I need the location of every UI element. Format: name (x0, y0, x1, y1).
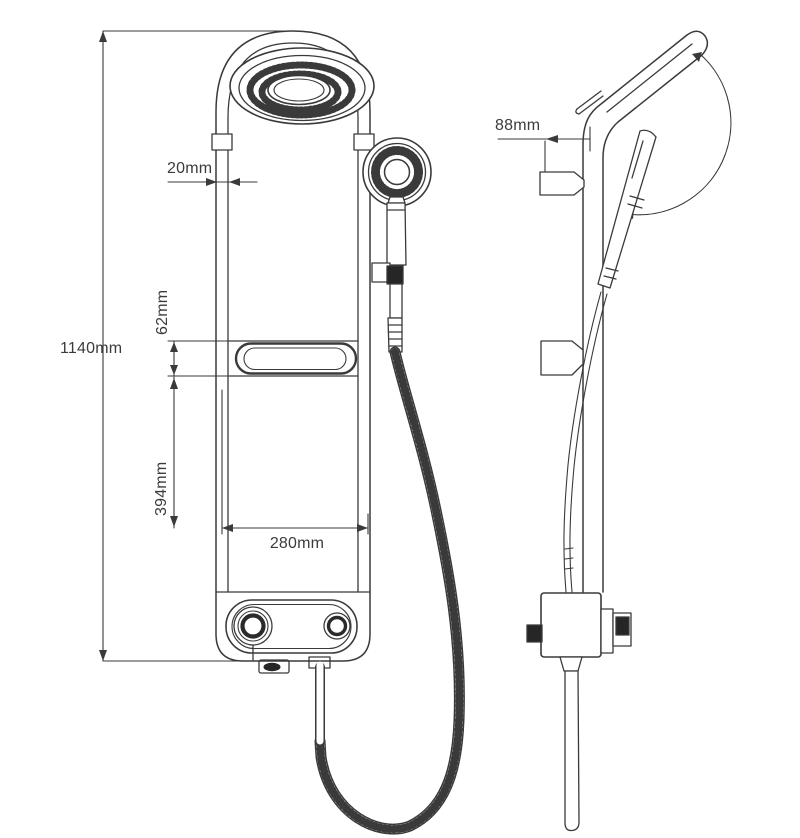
right-control-knob (323, 612, 351, 640)
dimension-label-recess-height: 62mm (154, 289, 171, 335)
control-housing (225, 599, 358, 674)
hose-swivel-rings (387, 317, 403, 353)
dimension-394 (170, 376, 178, 529)
nozzle-ring-outer (246, 61, 356, 119)
dimension-20 (167, 178, 258, 186)
dimension-label-tube-width: 20mm (167, 160, 213, 177)
dimension-280 (221, 389, 369, 535)
side-view (526, 30, 732, 832)
hand-neck (387, 196, 406, 204)
housing-band-inner (231, 603, 352, 650)
hand-grip (386, 202, 407, 266)
shelf-pill-inner (243, 347, 347, 371)
hand-nozzle-ring (371, 146, 423, 198)
dimension-label-recess-to-base: 394mm (153, 461, 170, 516)
right-tube-connector (353, 133, 375, 151)
shelf-pill-outer (234, 342, 358, 375)
valve-body (526, 592, 632, 832)
recess-shelf (227, 340, 359, 377)
outlet-fitting-cap (615, 616, 630, 636)
head-mid-ring (238, 54, 366, 122)
riser-post-and-arm (582, 30, 709, 593)
outlet-plate (600, 608, 614, 654)
overhead-shower-head (229, 47, 375, 125)
front-view (211, 30, 465, 835)
left-tube-connector (211, 133, 233, 151)
drain-outlet (258, 659, 290, 674)
grip-lower (389, 283, 403, 319)
head-opening (267, 74, 331, 106)
hand-shower (362, 137, 432, 353)
supply-pipe (564, 670, 580, 832)
wall-bracket-lower (540, 340, 584, 376)
head-plate-tab (575, 90, 604, 115)
hose-side (563, 291, 608, 593)
panel-outline (215, 30, 371, 662)
dimension-label-wall-clearance: 88mm (495, 117, 541, 134)
dimension-88 (497, 126, 591, 173)
dimension-label-overall-height: 1140mm (60, 340, 123, 357)
dimensions (99, 30, 591, 662)
hand-head-hub (383, 158, 411, 186)
housing-band-outer (225, 599, 358, 654)
valve-neck (559, 656, 583, 672)
holder-clamp (386, 265, 404, 285)
hand-shower-side (597, 129, 657, 289)
head-opening-inner (273, 78, 325, 102)
wall-bracket-upper (539, 171, 585, 196)
shower-hose (314, 346, 465, 835)
dimension-1140 (99, 30, 336, 662)
dimension-62 (167, 340, 233, 377)
arm-inner-line (606, 43, 693, 113)
dimension-label-panel-width: 280mm (269, 535, 325, 552)
nozzle-ring-inner (258, 70, 342, 114)
side-control-knob (526, 624, 543, 643)
hose-ribs (316, 348, 464, 834)
